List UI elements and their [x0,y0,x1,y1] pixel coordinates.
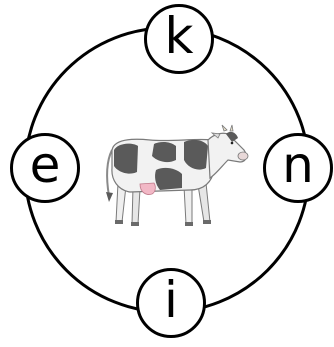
letter-circle-left: e [10,133,80,203]
letter-top: k [165,11,194,61]
cow-illustration [106,125,248,226]
letter-circle-top: k [144,4,214,74]
letter-circle-bottom: i [136,268,206,338]
letter-right: n [282,140,314,190]
letter-circle-right: n [263,133,333,203]
letter-left: e [30,140,61,190]
letter-bottom: i [164,275,178,325]
